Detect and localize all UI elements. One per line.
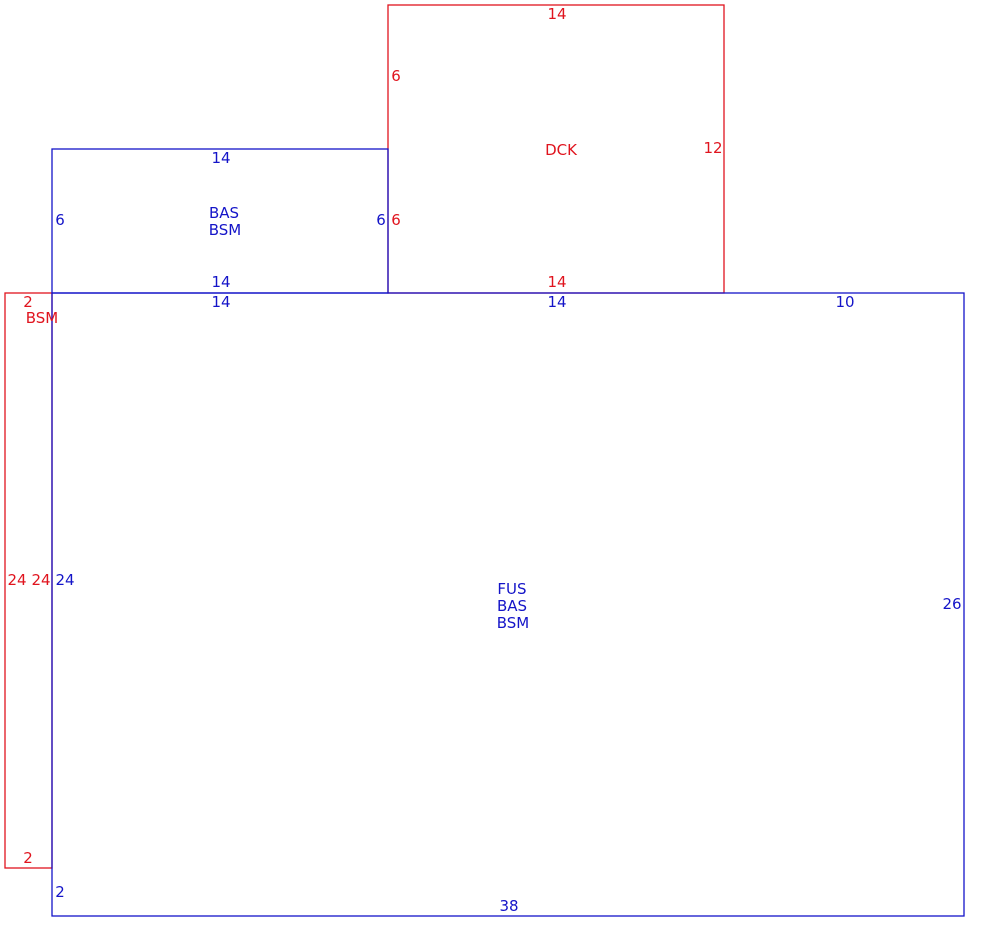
bas-addition-code-1: BAS: [209, 204, 239, 222]
side-strip-dim-top: 2: [23, 293, 33, 311]
side-strip-code: BSM: [26, 309, 59, 327]
bas-addition-dim-bottom: 14: [211, 273, 230, 291]
deck-dim-left-lower: 6: [391, 211, 401, 229]
side-strip-dim-right: 24: [31, 571, 50, 589]
main-dim-bottom: 38: [499, 897, 518, 915]
side-strip-dim-left: 24: [7, 571, 26, 589]
side-strip-dim-bottom: 2: [23, 849, 33, 867]
bas-addition-dim-top: 14: [211, 149, 230, 167]
deck-dim-top: 14: [547, 5, 566, 23]
main-code-1: FUS: [497, 580, 526, 598]
bas-addition-code-2: BSM: [209, 221, 242, 239]
main-code-2: BAS: [497, 597, 527, 615]
basement-addition-outline: [51, 148, 389, 294]
main-dim-top-right: 10: [835, 293, 854, 311]
main-code-3: BSM: [497, 614, 530, 632]
deck-dim-left: 6: [391, 67, 401, 85]
main-dim-right: 26: [942, 595, 961, 613]
deck-dim-bottom: 14: [547, 273, 566, 291]
deck-dim-right: 12: [703, 139, 722, 157]
main-dim-left: 24: [55, 571, 74, 589]
main-dim-top-left: 14: [211, 293, 230, 311]
bas-addition-dim-left: 6: [55, 211, 65, 229]
bas-addition-dim-right: 6: [376, 211, 386, 229]
main-dim-left-bottom: 2: [55, 883, 65, 901]
main-area-outline: [51, 292, 965, 917]
deck-code: DCK: [545, 141, 578, 159]
main-dim-top-mid: 14: [547, 293, 566, 311]
